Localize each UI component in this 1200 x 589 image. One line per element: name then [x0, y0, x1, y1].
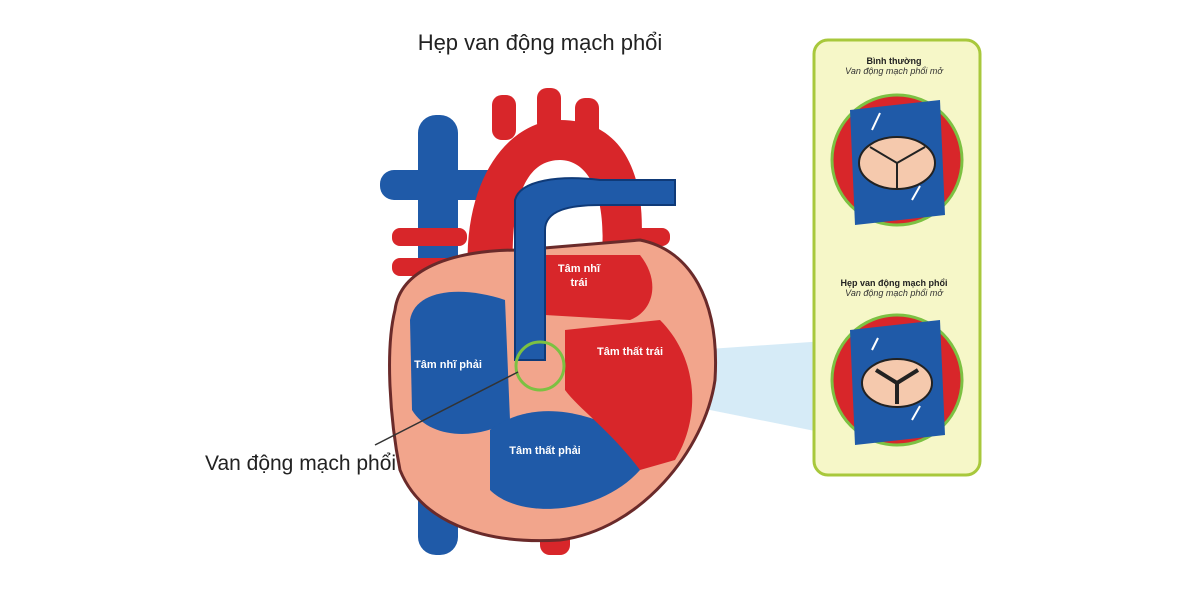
- normal-heading-block: Bình thường Van động mạch phổi mở: [814, 56, 974, 76]
- pulmonary-artery: [514, 177, 676, 361]
- valve-label: Van động mạch phổi: [205, 452, 397, 475]
- valve-pointer-line: [374, 371, 519, 446]
- right-atrium-label: Tâm nhĩ phải: [414, 359, 482, 371]
- diagram-title: Hẹp van động mạch phổi: [417, 30, 663, 55]
- right-ventricle-label: Tâm thất phải: [509, 445, 581, 457]
- stenosis-subtitle: Van động mạch phổi mở: [845, 288, 943, 298]
- right-ventricle-chamber: [490, 411, 640, 509]
- stenosis-heading-block: Hẹp van động mạch phổi Van động mạch phổ…: [814, 278, 974, 298]
- right-atrium-chamber: [410, 291, 510, 434]
- normal-heading: Bình thường: [866, 56, 922, 66]
- left-ventricle-chamber: [565, 320, 693, 470]
- stenosis-heading: Hẹp van động mạch phổi: [840, 278, 948, 288]
- normal-subtitle: Van động mạch phổi mở: [845, 66, 943, 76]
- left-atrium-chamber: [540, 255, 653, 320]
- valve-highlight-ring: [514, 340, 566, 392]
- left-ventricle-label: Tâm thất trái: [596, 346, 663, 358]
- stenosis-valve-view: [830, 313, 964, 447]
- left-atrium-label: Tâm nhĩ trái: [557, 263, 601, 289]
- normal-valve-view: [830, 93, 964, 227]
